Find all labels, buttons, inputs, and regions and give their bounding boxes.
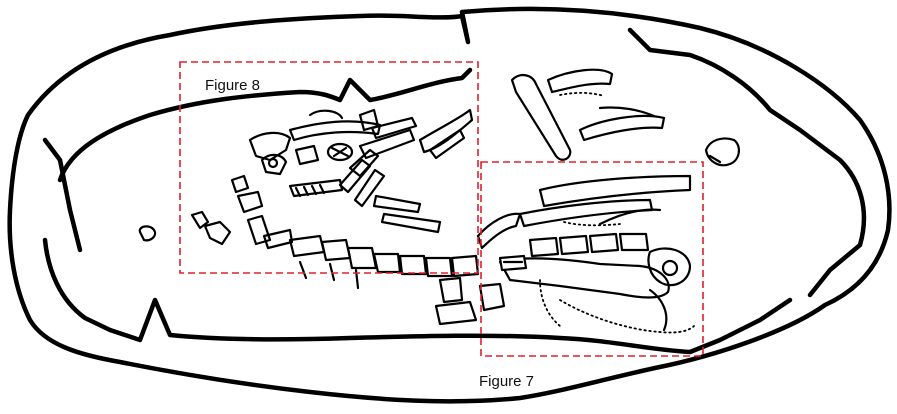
- small-fragment-left: [140, 226, 155, 240]
- skull-region: [192, 110, 472, 248]
- figure-7-label: Figure 7: [479, 373, 534, 390]
- inner-outline-right: [630, 30, 864, 295]
- nodule-outline: [10, 9, 890, 401]
- inner-outline-left: [60, 70, 470, 180]
- upper-right-bones: [512, 70, 739, 226]
- figure-8-label: Figure 8: [205, 77, 260, 94]
- vertebral-column: [290, 236, 478, 288]
